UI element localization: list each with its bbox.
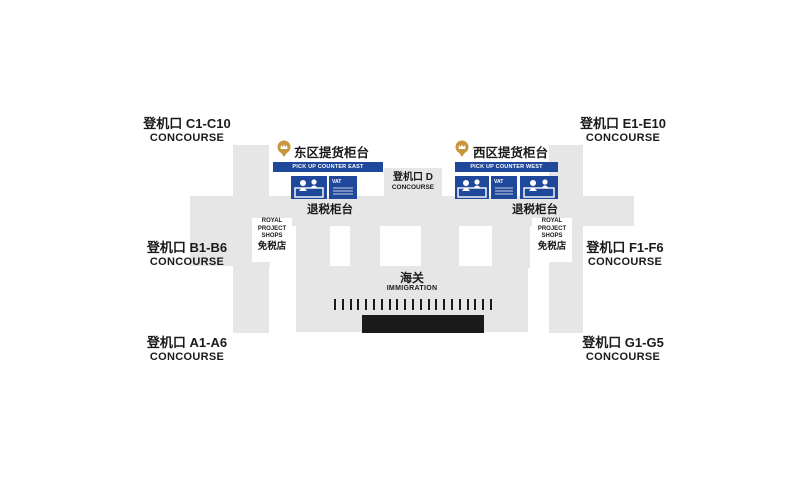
shops-left-line1: ROYAL <box>261 218 283 224</box>
pickup-west-title: 西区提货柜台 <box>473 146 549 160</box>
shops-right-cn: 免税店 <box>537 240 567 252</box>
concourse-d-gates: 登机口 D <box>393 172 433 183</box>
concourse-e-label: 登机口 E1-E10 CONCOURSE <box>568 116 678 145</box>
immigration-gate-tick <box>412 299 414 310</box>
concourse-g-word: CONCOURSE <box>585 350 661 363</box>
concourse-c-word: CONCOURSE <box>149 131 225 144</box>
connector-left <box>296 224 330 268</box>
concourse-e-gates: 登机口 E1-E10 <box>580 116 666 131</box>
immigration-gate-tick <box>419 299 422 310</box>
pickup-west-bar: PICK UP COUNTER WEST <box>455 162 558 172</box>
pickup-east-vat-tile: VAT <box>329 176 357 199</box>
concourse-b-word: CONCOURSE <box>149 255 225 268</box>
pickup-east-title: 东区提货柜台 <box>294 146 370 160</box>
immigration-checkpoint-bar <box>362 315 484 333</box>
concourse-e-word: CONCOURSE <box>585 131 661 144</box>
immigration-gate-tick <box>388 299 391 310</box>
concourse-f-gates: 登机口 F1-F6 <box>586 240 664 255</box>
immigration-gate-tick <box>349 299 352 310</box>
shops-left-cn: 免税店 <box>257 240 287 252</box>
shops-left-line2: PROJECT <box>257 225 287 232</box>
shops-right-line2: PROJECT <box>537 225 567 232</box>
immigration-label: 海关 IMMIGRATION <box>362 271 462 294</box>
royal-project-shops-right: ROYAL PROJECT SHOPS 免税店 <box>532 218 572 262</box>
concourse-f-label: 登机口 F1-F6 CONCOURSE <box>570 240 680 269</box>
immigration-gate-tick <box>435 299 438 310</box>
immigration-gate-tick <box>490 299 492 310</box>
concourse-a-word: CONCOURSE <box>149 350 225 363</box>
concourse-d-area <box>384 168 442 198</box>
pickup-west-vat: VAT <box>494 179 504 185</box>
concourse-g-label: 登机口 G1-G5 CONCOURSE <box>568 335 678 364</box>
concourse-c-gates: 登机口 C1-C10 <box>143 116 231 131</box>
immigration-gate-tick <box>466 299 469 310</box>
connector-mid-left <box>350 224 380 268</box>
immigration-gate-tick <box>341 299 344 310</box>
immigration-gate-tick <box>373 299 375 310</box>
shops-left-line3: SHOPS <box>261 233 283 239</box>
concourse-a-label: 登机口 A1-A6 CONCOURSE <box>132 335 242 364</box>
concourse-d-word: CONCOURSE <box>391 184 435 191</box>
immigration-cn: 海关 <box>399 271 424 285</box>
immigration-gate-tick <box>357 299 360 310</box>
immigration-gate-tick <box>482 299 485 310</box>
concourse-b-label: 登机口 B1-B6 CONCOURSE <box>132 240 242 269</box>
royal-project-shops-left: ROYAL PROJECT SHOPS 免税店 <box>252 218 292 262</box>
concourse-f-word: CONCOURSE <box>587 255 663 268</box>
concourse-c-label: 登机口 C1-C10 CONCOURSE <box>132 116 242 145</box>
concourse-g-gates: 登机口 G1-G5 <box>582 335 664 350</box>
concourse-d-label: 登机口 D CONCOURSE <box>384 172 442 192</box>
pickup-west-vat-tile: VAT <box>491 176 517 199</box>
tax-refund-east: 退税柜台 <box>307 204 353 216</box>
shops-right-line1: ROYAL <box>541 218 563 224</box>
immigration-gate-tick <box>451 299 453 310</box>
concourse-b-gates: 登机口 B1-B6 <box>146 240 228 255</box>
concourse-a-gates: 登机口 A1-A6 <box>146 335 228 350</box>
pickup-west-counter-tile-right <box>520 176 558 199</box>
crown-icon <box>277 140 291 158</box>
immigration-gate-tick <box>380 299 383 310</box>
immigration-gate-tick <box>427 299 430 310</box>
pickup-east-counter-tile <box>291 176 327 199</box>
shops-right-line3: SHOPS <box>541 233 563 239</box>
immigration-gate-tick <box>458 299 461 310</box>
immigration-gate-tick <box>396 299 399 310</box>
immigration-gate-tick <box>404 299 407 310</box>
immigration-gate-tick <box>365 299 368 310</box>
connector-mid-right <box>492 224 530 268</box>
pickup-west-counter-tile-left <box>455 176 489 199</box>
immigration-en: IMMIGRATION <box>386 285 438 293</box>
pickup-east-vat: VAT <box>332 179 342 185</box>
immigration-gate-tick <box>334 299 336 310</box>
pickup-east-bar: PICK UP COUNTER EAST <box>273 162 383 172</box>
connector-center <box>421 224 459 268</box>
immigration-gate-tick <box>474 299 477 310</box>
crown-icon <box>455 140 469 158</box>
tax-refund-west: 退税柜台 <box>512 204 558 216</box>
immigration-gate-tick <box>443 299 446 310</box>
